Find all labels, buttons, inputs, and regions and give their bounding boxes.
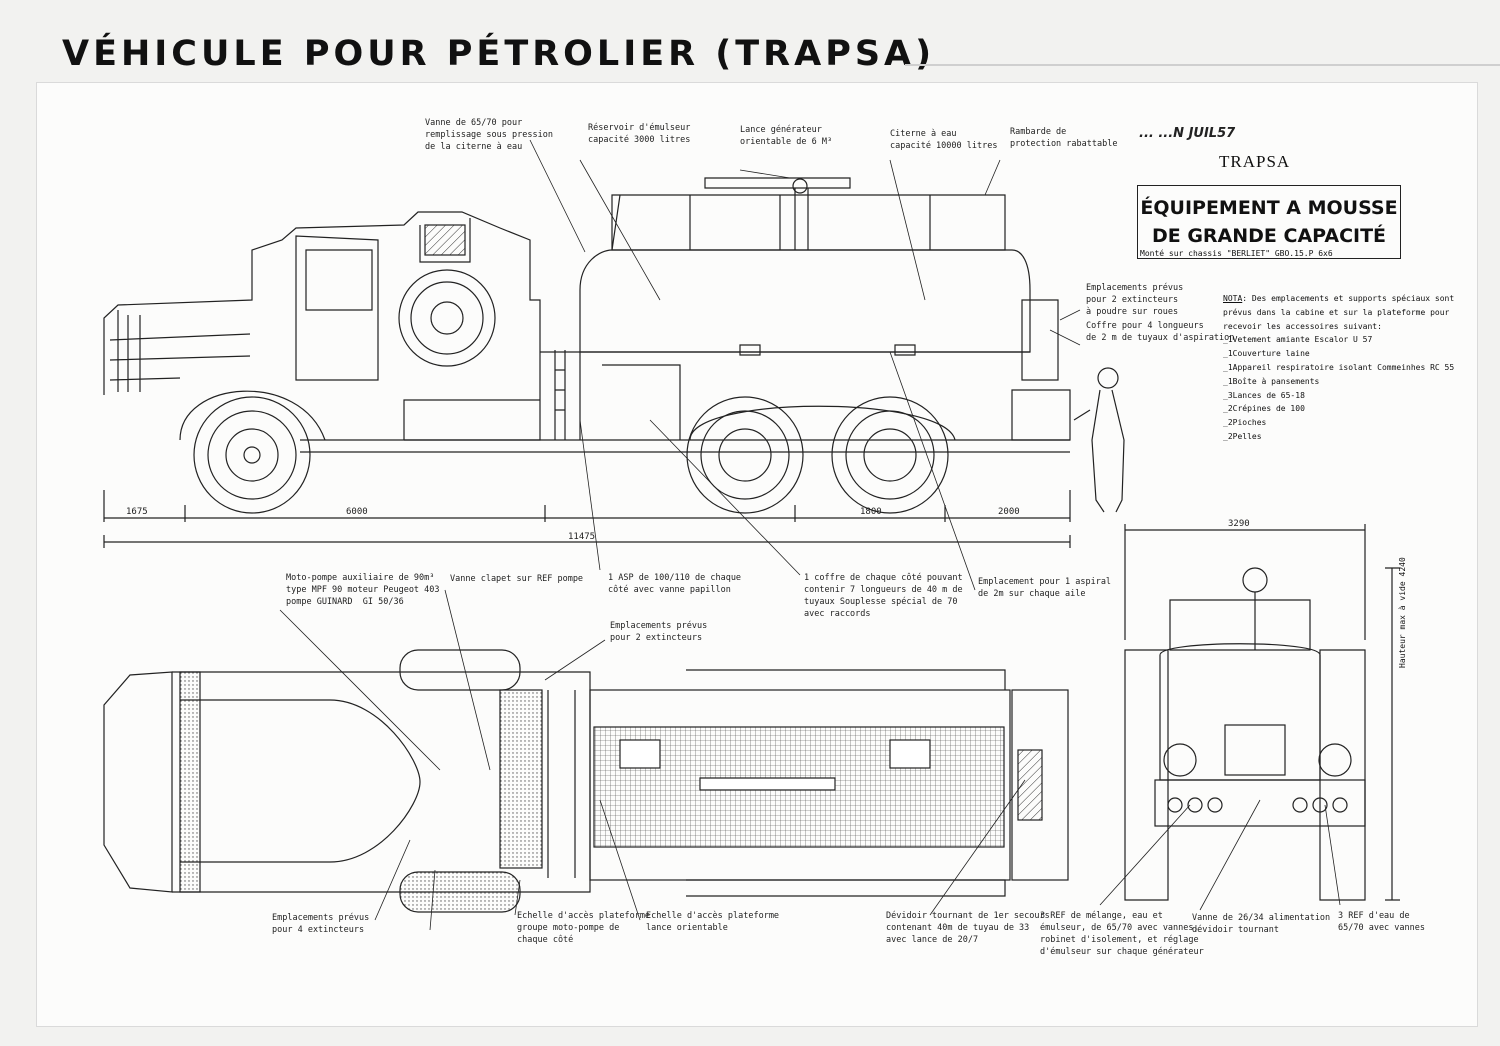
label-vanne-remplissage: Vanne de 65/70 pour remplissage sous pre… bbox=[425, 118, 553, 152]
dim-rear-overhang: 2000 bbox=[998, 507, 1020, 517]
dim-front-overhang: 1675 bbox=[126, 507, 148, 517]
label-extincteurs-roues: Emplacements prévus pour 2 extincteurs à… bbox=[1086, 283, 1184, 317]
plate-top-mark: ... ...N JUIL57 bbox=[1139, 126, 1236, 141]
label-vanne-devidoir: Vanne de 26/34 alimentation dévidoir tou… bbox=[1192, 913, 1331, 935]
dim-height: Hauteur max à vide 4240 bbox=[1398, 557, 1407, 668]
label-citerne-eau: Citerne à eau capacité 10000 litres bbox=[890, 129, 998, 151]
side-view bbox=[103, 177, 1125, 548]
label-aspiral: Emplacement pour 1 aspiral de 2m sur cha… bbox=[978, 577, 1112, 599]
label-extincteurs-4: Emplacements prévus pour 4 extincteurs bbox=[272, 913, 370, 935]
note-line3: recevoir les accessoires suivant: bbox=[1223, 321, 1382, 331]
note-item: _1Vetement amiante Escalor U 57 bbox=[1223, 335, 1373, 345]
note-item: _1Appareil respiratoire isolant Commeinh… bbox=[1223, 362, 1455, 372]
page-title: VÉHICULE POUR PÉTROLIER (TRAPSA) bbox=[62, 34, 936, 74]
dim-total-length: 11475 bbox=[568, 532, 596, 542]
leader-lines bbox=[279, 139, 1341, 931]
label-lance-generateur: Lance générateur orientable de 6 M³ bbox=[740, 125, 833, 147]
label-motopompe: Moto-pompe auxiliaire de 90m³ type MPF 9… bbox=[286, 573, 440, 607]
chassis-caption: Monté sur chassis "BERLIET" GBO.15.P 6x6 bbox=[1140, 249, 1333, 258]
note-head: NOTA bbox=[1223, 294, 1243, 303]
label-extincteurs-2: Emplacements prévus pour 2 extincteurs bbox=[610, 621, 708, 643]
label-vanne-clapet: Vanne clapet sur REF pompe bbox=[450, 574, 584, 584]
dim-bogie: 1800 bbox=[860, 507, 882, 517]
note-item: _2Pelles bbox=[1223, 431, 1262, 441]
equipment-title-box: ÉQUIPEMENT A MOUSSE DE GRANDE CAPACITÉ bbox=[1137, 185, 1401, 259]
note-item: _3Lances de 65-18 bbox=[1223, 390, 1305, 400]
label-ref-melange: 3 REF de mélange, eau et émulseur, de 65… bbox=[1040, 911, 1204, 957]
label-rambarde: Rambarde de protection rabattable bbox=[1010, 127, 1118, 149]
note-line2: prévus dans la cabine et sur la platefor… bbox=[1223, 307, 1450, 317]
plate-trapsa: TRAPSA bbox=[1219, 152, 1291, 171]
note-item: _2Pioches bbox=[1223, 418, 1267, 428]
label-asp: 1 ASP de 100/110 de chaque côté avec van… bbox=[608, 573, 742, 595]
top-view bbox=[103, 649, 1069, 913]
label-devidoir: Dévidoir tournant de 1er secours contena… bbox=[886, 911, 1050, 945]
equipment-title-line2: DE GRANDE CAPACITÉ bbox=[1151, 225, 1387, 247]
equipment-title-line1: ÉQUIPEMENT A MOUSSE bbox=[1140, 197, 1398, 219]
technical-plate bbox=[37, 83, 1477, 1026]
rear-view bbox=[1124, 524, 1400, 901]
title-divider bbox=[905, 64, 1500, 66]
dim-width: 3290 bbox=[1228, 519, 1250, 529]
label-ref-eau: 3 REF d'eau de 65/70 avec vannes bbox=[1338, 911, 1425, 933]
note-block: NOTA: Des emplacements et supports spéci… bbox=[1223, 292, 1454, 444]
label-reservoir-emulseur: Réservoir d'émulseur capacité 3000 litre… bbox=[588, 123, 691, 145]
label-echelle-lance: Echelle d'accès plateforme lance orienta… bbox=[646, 911, 780, 933]
note-line1: : Des emplacements et supports spéciaux … bbox=[1242, 294, 1455, 303]
label-coffre-tuyaux: 1 coffre de chaque côté pouvant contenir… bbox=[804, 573, 963, 619]
note-item: _1Boîte à pansements bbox=[1223, 376, 1320, 386]
dim-wheelbase: 6000 bbox=[346, 507, 368, 517]
label-coffre-aspiration: Coffre pour 4 longueurs de 2 m de tuyaux… bbox=[1086, 321, 1235, 343]
note-item: _2Crépines de 100 bbox=[1223, 404, 1305, 414]
label-echelle-groupe: Echelle d'accès plateforme groupe moto-p… bbox=[517, 911, 651, 945]
note-item: _1Couverture laine bbox=[1223, 349, 1310, 359]
